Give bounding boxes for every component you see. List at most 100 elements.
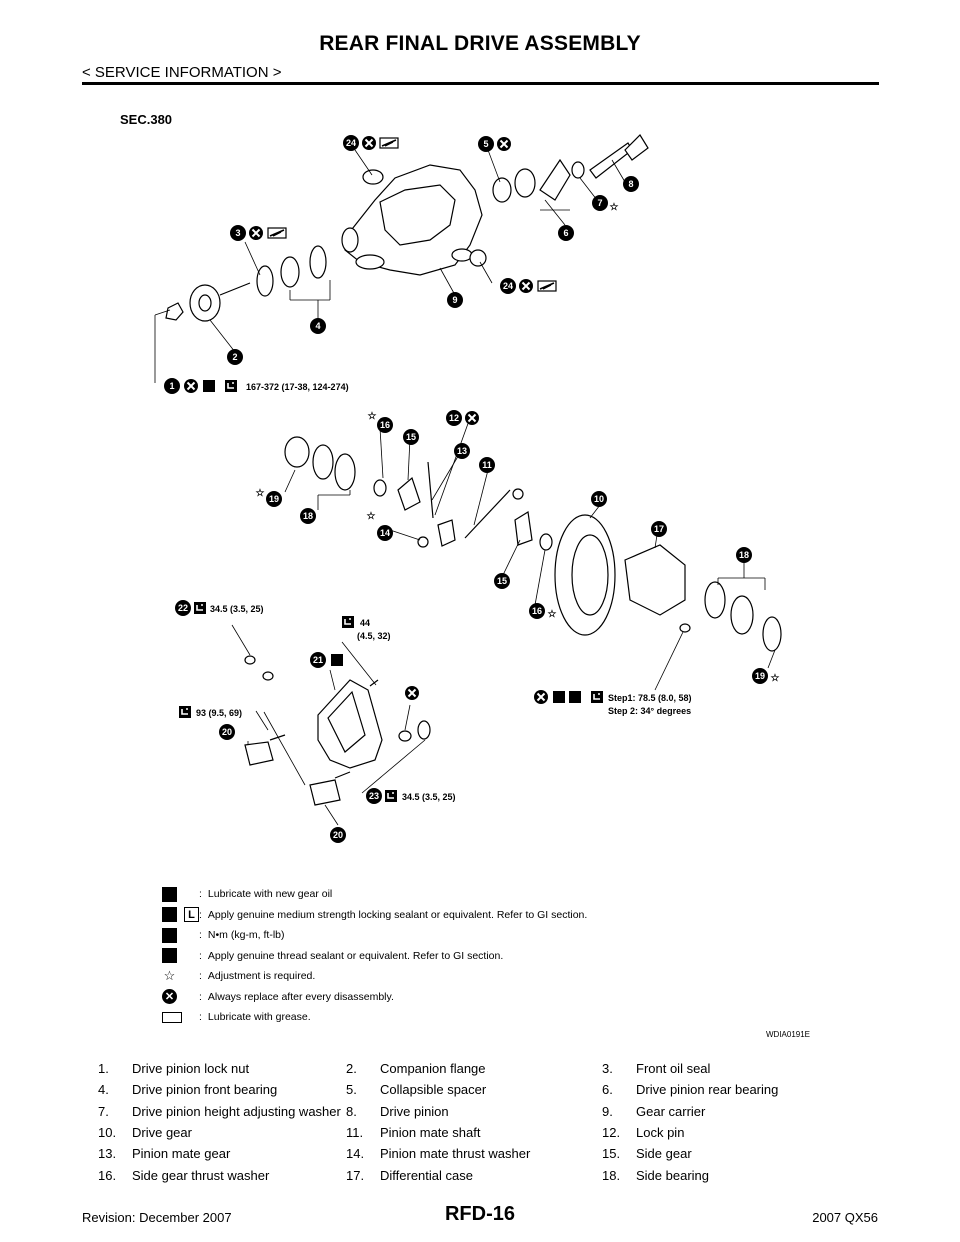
- svg-text:Step1: 78.5 (8.0, 58): Step1: 78.5 (8.0, 58): [608, 693, 692, 703]
- legend-row-thread-sealant: :Apply genuine thread sealant or equival…: [162, 946, 682, 967]
- part-item: 15.Side gear: [602, 1146, 692, 1162]
- svg-text:15: 15: [406, 432, 416, 442]
- part-item: 13.Pinion mate gear: [98, 1146, 231, 1162]
- front-parts-drawing: [165, 245, 327, 322]
- svg-text:☆: ☆: [610, 202, 619, 213]
- part-item: 7.Drive pinion height adjusting washer: [98, 1103, 341, 1119]
- parts-row: 13.Pinion mate gear 14.Pinion mate thrus…: [98, 1143, 858, 1164]
- callout-10: 10: [591, 491, 607, 507]
- part-item: 4.Drive pinion front bearing: [98, 1082, 278, 1098]
- section-breadcrumb: < SERVICE INFORMATION >: [82, 64, 282, 81]
- legend-row-locking-sealant: L :Apply genuine medium strength locking…: [162, 905, 682, 926]
- callout-18a: 18: [736, 547, 752, 563]
- symbol-legend: :Lubricate with new gear oil L :Apply ge…: [162, 884, 682, 1028]
- svg-text:14: 14: [380, 528, 390, 538]
- svg-text:6: 6: [563, 228, 568, 238]
- svg-text:20: 20: [222, 727, 232, 737]
- callout-7: 7: [592, 195, 608, 211]
- svg-text:☆: ☆: [367, 511, 376, 522]
- oil-icon: [162, 886, 177, 902]
- svg-text:19: 19: [755, 671, 765, 681]
- svg-text:☆: ☆: [368, 411, 377, 422]
- svg-text:24: 24: [346, 138, 356, 148]
- locking-sealant-icon: L: [184, 907, 199, 923]
- part-item: 10.Drive gear: [98, 1125, 192, 1141]
- svg-text:5: 5: [483, 139, 488, 149]
- svg-text:34.5 (3.5, 25): 34.5 (3.5, 25): [210, 604, 264, 614]
- callout-8: 8: [623, 176, 639, 192]
- callout-9: 9: [447, 292, 463, 308]
- callout-15a: 15: [403, 429, 419, 445]
- callout-19b: 19: [752, 668, 768, 684]
- svg-text:23: 23: [369, 791, 379, 801]
- svg-text:44: 44: [360, 618, 370, 628]
- svg-text:16: 16: [380, 420, 390, 430]
- svg-text:21: 21: [313, 655, 323, 665]
- callout-2: 2: [227, 349, 243, 365]
- svg-text:15: 15: [497, 576, 507, 586]
- callout-17: 17: [651, 521, 667, 537]
- svg-text:4: 4: [315, 321, 320, 331]
- callout-14: 14: [377, 525, 393, 541]
- part-item: 1.Drive pinion lock nut: [98, 1061, 250, 1077]
- lower-leaders: [231, 624, 426, 826]
- svg-text:☆: ☆: [548, 609, 557, 620]
- parts-row: 16.Side gear thrust washer 17.Differenti…: [98, 1164, 858, 1185]
- svg-text:(4.5, 32): (4.5, 32): [357, 631, 391, 641]
- part-item: 9.Gear carrier: [602, 1103, 706, 1119]
- callout-1: 1: [164, 378, 180, 394]
- svg-text:13: 13: [457, 446, 467, 456]
- torque-icon: [162, 927, 177, 943]
- thread-sealant-icon: [162, 948, 177, 964]
- exploded-view-diagram: 24 5 8 7 ☆ 6 3 24 9 4 2 1 167-372 (17-38…: [154, 134, 782, 843]
- svg-text:2: 2: [232, 352, 237, 362]
- svg-text:☆: ☆: [771, 673, 780, 684]
- differential-drawing: [284, 436, 782, 652]
- svg-text:1: 1: [169, 381, 174, 391]
- svg-text:12: 12: [449, 413, 459, 423]
- middle-leaders: [284, 417, 776, 691]
- adjust-star-icon: ☆: [163, 968, 176, 984]
- svg-text:18: 18: [739, 550, 749, 560]
- callout-12: 12: [446, 410, 462, 426]
- svg-text:3: 3: [235, 228, 240, 238]
- callouts: 24 5 8 7 ☆ 6 3 24 9 4 2 1 167-372 (17-38…: [164, 135, 780, 843]
- callout-11: 11: [479, 457, 495, 473]
- parts-list: 1.Drive pinion lock nut 2.Companion flan…: [98, 1058, 858, 1186]
- svg-text:22: 22: [178, 603, 188, 613]
- part-item: 18.Side bearing: [602, 1167, 709, 1183]
- callout-4: 4: [310, 318, 326, 334]
- svg-text:16: 16: [532, 606, 542, 616]
- legend-row-replace: ✕ :Always replace after every disassembl…: [162, 987, 682, 1008]
- upper-leaders: [154, 149, 626, 383]
- callout-20b: 20: [330, 827, 346, 843]
- figure-id: WDIA0191E: [766, 1030, 811, 1039]
- replace-icon: ✕: [162, 989, 177, 1005]
- part-item: 3.Front oil seal: [602, 1061, 711, 1077]
- svg-text:93 (9.5, 69): 93 (9.5, 69): [196, 708, 242, 718]
- parts-row: 7.Drive pinion height adjusting washer 8…: [98, 1101, 858, 1122]
- svg-text:17: 17: [654, 524, 664, 534]
- callout-23: 23: [366, 788, 382, 804]
- page-title: REAR FINAL DRIVE ASSEMBLY: [319, 32, 641, 55]
- page-number: RFD-16: [444, 1203, 515, 1225]
- part-item: 14.Pinion mate thrust washer: [346, 1146, 531, 1162]
- section-code: SEC.380: [120, 112, 173, 127]
- parts-row: 4.Drive pinion front bearing 5.Collapsib…: [98, 1079, 858, 1100]
- callout-15b: 15: [494, 573, 510, 589]
- callout-3: 3: [230, 225, 246, 241]
- callout-24b: 24: [500, 278, 516, 294]
- thread-sealant-icon: [162, 907, 177, 923]
- legend-row-grease: :Lubricate with grease.: [162, 1007, 682, 1028]
- svg-text:10: 10: [594, 494, 604, 504]
- part-item: 5.Collapsible spacer: [346, 1082, 487, 1098]
- svg-text:8: 8: [628, 179, 633, 189]
- gear-carrier-drawing: [341, 164, 483, 276]
- model-year: 2007 QX56: [812, 1210, 878, 1225]
- svg-text:☆: ☆: [256, 488, 265, 499]
- parts-row: 1.Drive pinion lock nut 2.Companion flan…: [98, 1058, 858, 1079]
- svg-text:19: 19: [269, 494, 279, 504]
- svg-text:9: 9: [452, 295, 457, 305]
- legend-row-adjustment: ☆ :Adjustment is required.: [163, 968, 316, 984]
- parts-row: 10.Drive gear 11.Pinion mate shaft 12.Lo…: [98, 1122, 858, 1143]
